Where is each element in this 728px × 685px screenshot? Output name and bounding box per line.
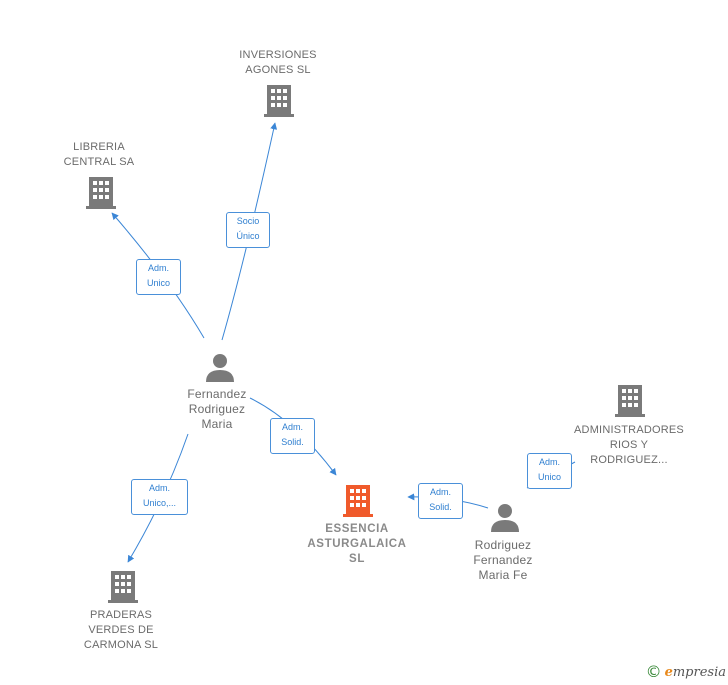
person-icon[interactable] bbox=[206, 354, 234, 382]
copyright-icon: © bbox=[645, 662, 662, 681]
brand-logo-text: mpresia bbox=[672, 665, 726, 680]
building-icon[interactable] bbox=[86, 177, 116, 209]
node-label-administradores[interactable]: ADMINISTRADORES RIOS Y RODRIGUEZ... bbox=[574, 424, 684, 466]
building-icon[interactable] bbox=[264, 85, 294, 117]
person-icon[interactable] bbox=[491, 504, 519, 532]
node-label-inversiones[interactable]: INVERSIONES AGONES SL bbox=[239, 49, 317, 76]
building-icon[interactable] bbox=[615, 385, 645, 417]
relation-badge-adm-unico-administradores[interactable]: Adm. Unico bbox=[527, 453, 572, 489]
brand-watermark: ©empresia bbox=[646, 662, 726, 681]
node-label-praderas[interactable]: PRADERAS VERDES DE CARMONA SL bbox=[83, 609, 159, 651]
node-label-rodriguez[interactable]: Rodriguez Fernandez Maria Fe bbox=[473, 538, 533, 582]
relation-badge-adm-unico-praderas[interactable]: Adm. Unico,... bbox=[131, 479, 188, 515]
building-icon[interactable] bbox=[108, 571, 138, 603]
node-label-libreria[interactable]: LIBRERIA CENTRAL SA bbox=[63, 141, 135, 168]
relation-badge-adm-unico-libreria[interactable]: Adm. Unico bbox=[136, 259, 181, 295]
node-label-essencia[interactable]: ESSENCIA ASTURGALAICA SL bbox=[307, 523, 407, 565]
relation-badge-socio-unico[interactable]: Socio Único bbox=[226, 212, 270, 248]
relation-badge-adm-solid-rodriguez[interactable]: Adm. Solid. bbox=[418, 483, 463, 519]
node-label-fernandez[interactable]: Fernandez Rodriguez Maria bbox=[187, 387, 247, 431]
relation-badge-adm-solid-fernandez[interactable]: Adm. Solid. bbox=[270, 418, 315, 454]
brand-logo-initial: e bbox=[664, 665, 673, 680]
building-icon-main[interactable] bbox=[343, 485, 373, 517]
